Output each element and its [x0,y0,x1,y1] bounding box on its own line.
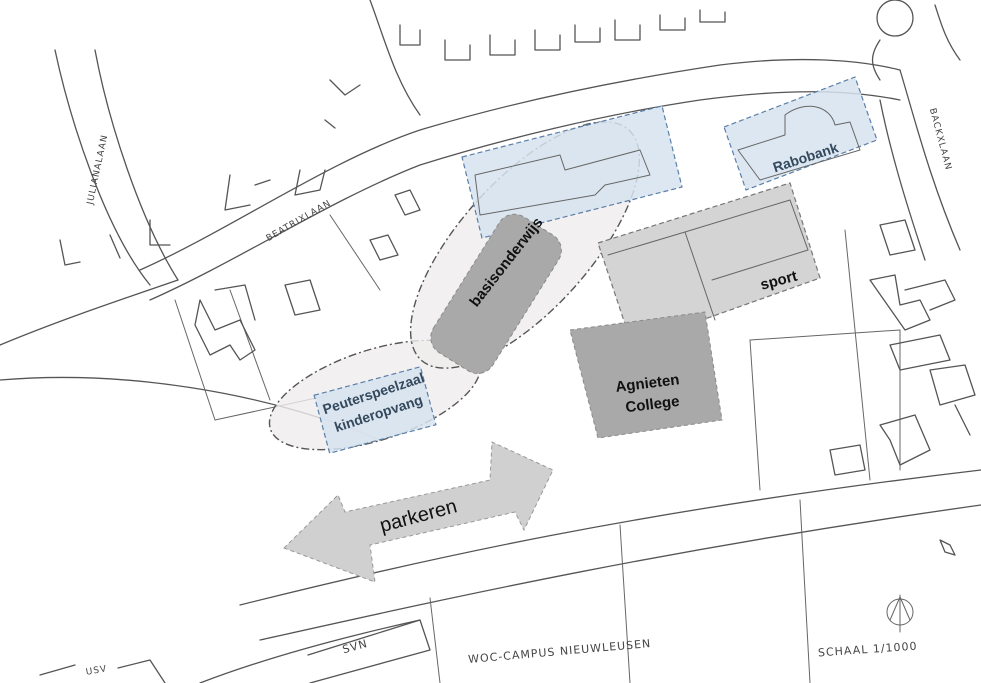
street-backxlaan: BACKXLAAN [927,107,953,171]
street-beatrixlaan: BEATRIXLAAN [265,199,334,244]
school-building-outline [474,149,651,216]
rabobank-outline [737,105,861,181]
parkeren-arrow [283,441,554,583]
plan-title-note: WOC-CAMPUS NIEUWLEUSEN [468,637,652,666]
sport-field-lines [607,199,809,321]
agnieten-college-block [569,311,723,439]
scale-note: SCHAAL 1/1000 [818,640,918,660]
school-existing-building [461,105,683,239]
house-sketches [59,9,976,683]
basisonderwijs-block [430,213,562,374]
svn-note: SVN [341,637,369,656]
sport-block [597,182,821,346]
street-julianalaan: JULIANALAAN [86,134,111,207]
usv-note: USV [85,664,108,678]
bottom-left-sketch [39,659,166,683]
peuterspeelzaal-building [313,366,437,454]
agnieten-label-line2: College [625,393,681,416]
rabobank-building [723,76,878,191]
